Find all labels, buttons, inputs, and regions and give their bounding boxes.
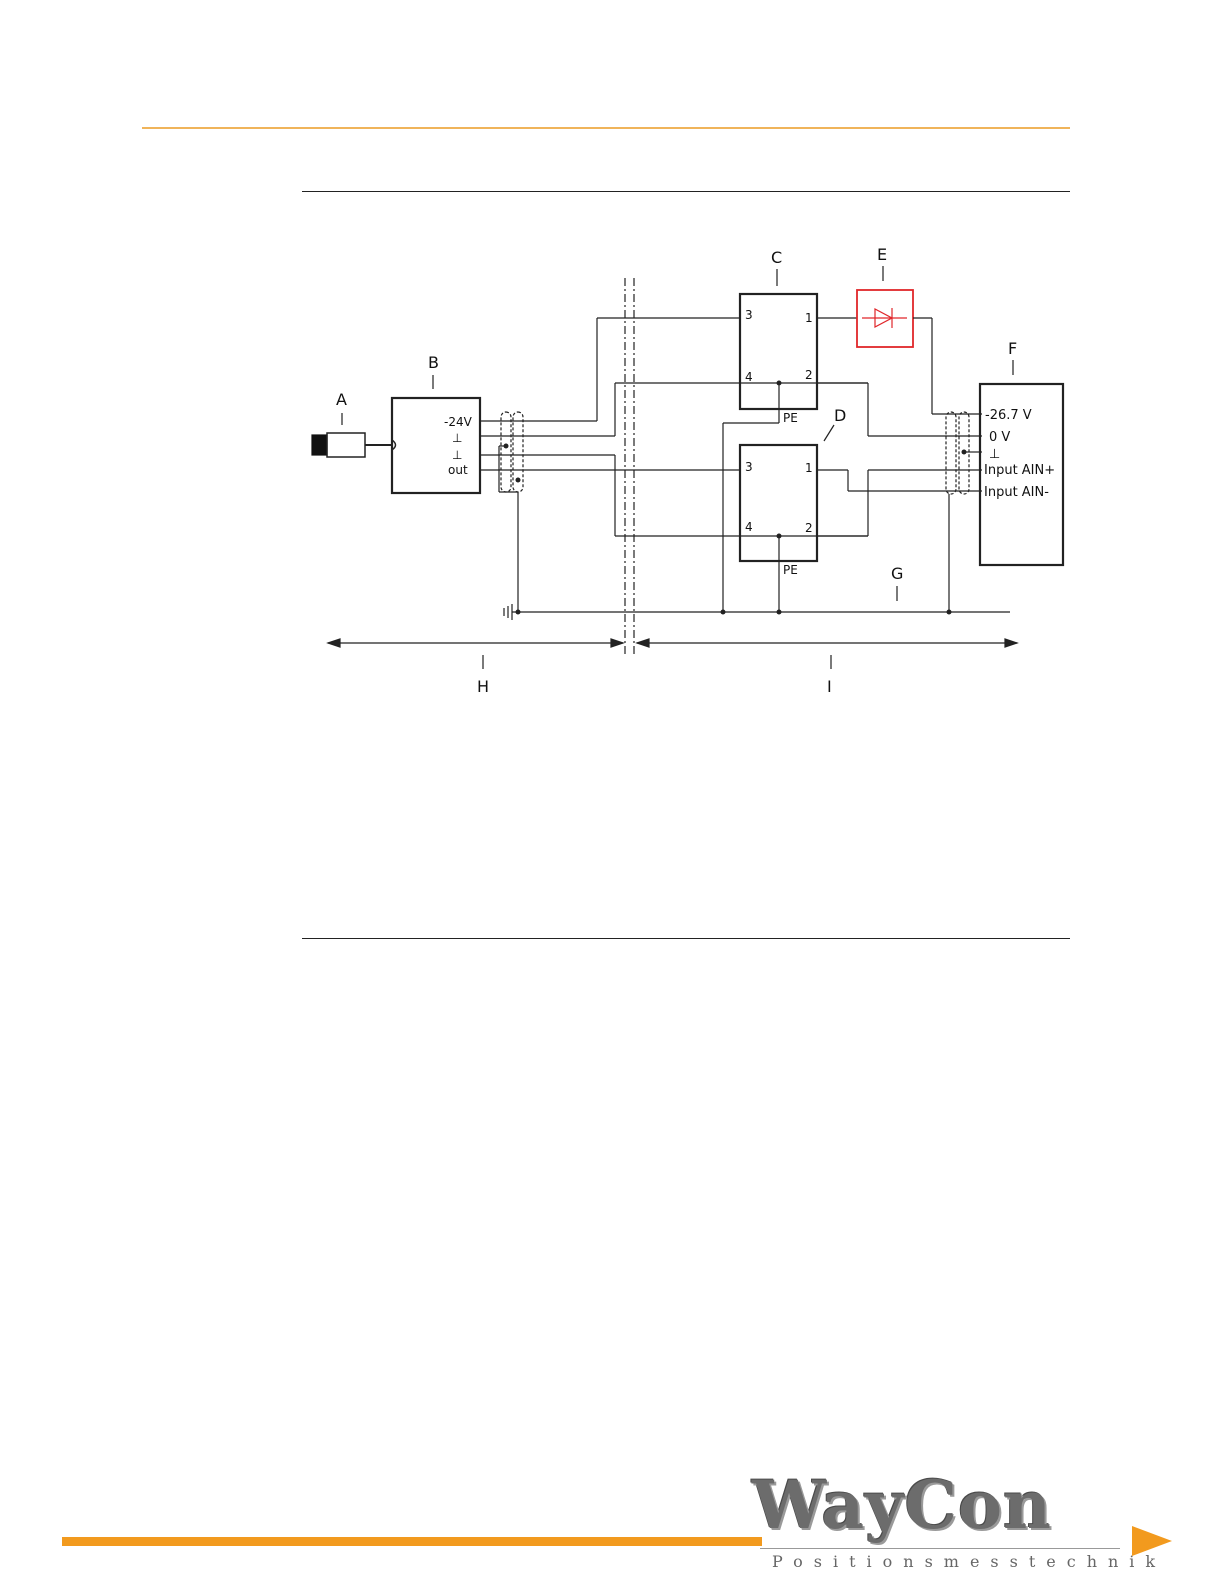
label-e: E bbox=[877, 245, 887, 264]
d-pe: PE bbox=[783, 563, 798, 577]
waycon-logo: WayCon Positionsmesstechnik bbox=[752, 1466, 1152, 1574]
footer-accent-bar bbox=[62, 1537, 762, 1546]
c-pin4: 4 bbox=[745, 370, 753, 384]
logo-subtitle: Positionsmesstechnik bbox=[772, 1552, 1166, 1571]
d-pin4: 4 bbox=[745, 520, 753, 534]
logo-arrow-icon bbox=[1132, 1526, 1172, 1556]
label-g: G bbox=[891, 564, 903, 583]
diode-e bbox=[857, 290, 913, 347]
label-a: A bbox=[336, 390, 347, 409]
d-pin1: 1 bbox=[805, 461, 813, 475]
label-d-leader bbox=[824, 425, 834, 441]
label-f: F bbox=[1008, 339, 1017, 358]
ground-symbol bbox=[504, 604, 512, 620]
cable-shield bbox=[946, 412, 956, 494]
f-zero: 0 V bbox=[989, 430, 1010, 445]
d-pin3: 3 bbox=[745, 460, 753, 474]
b-pin-gnd1: ⊥ bbox=[452, 431, 462, 445]
label-h: H bbox=[477, 677, 489, 696]
logo-rule bbox=[760, 1548, 1120, 1549]
label-b: B bbox=[428, 353, 439, 372]
b-pin-out: out bbox=[448, 463, 468, 477]
logo-wordmark: WayCon bbox=[752, 1466, 1052, 1544]
label-c: C bbox=[771, 248, 782, 267]
label-d: D bbox=[834, 406, 846, 425]
cable-shield bbox=[501, 412, 511, 492]
block-b bbox=[392, 398, 480, 493]
f-ain-plus: Input AIN+ bbox=[984, 463, 1055, 478]
f-ain-minus: Input AIN- bbox=[984, 485, 1049, 500]
sensor-a bbox=[312, 433, 396, 457]
b-pin-gnd2: ⊥ bbox=[452, 448, 462, 462]
c-pe: PE bbox=[783, 411, 798, 425]
b-pin-minus24: -24V bbox=[444, 415, 473, 429]
c-pin2: 2 bbox=[805, 368, 813, 382]
label-i: I bbox=[827, 677, 832, 696]
c-pin1: 1 bbox=[805, 311, 813, 325]
c-pin3: 3 bbox=[745, 308, 753, 322]
wiring-diagram: A B C D E F G H I -24V ⊥ ⊥ out 3 1 4 2 P… bbox=[0, 0, 1224, 1000]
d-pin2: 2 bbox=[805, 521, 813, 535]
f-gnd: ⊥ bbox=[989, 447, 1000, 462]
f-supply: -26.7 V bbox=[985, 408, 1032, 423]
